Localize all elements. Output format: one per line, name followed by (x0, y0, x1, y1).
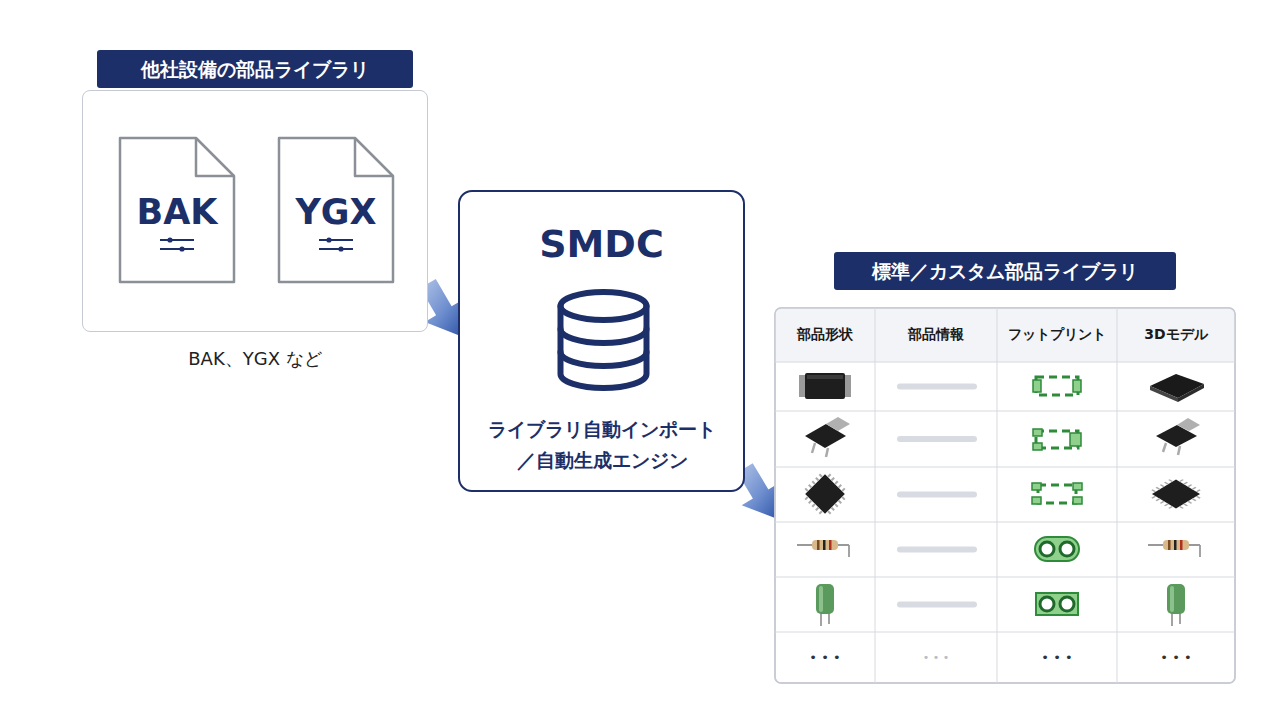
file-format-name: BAK (118, 192, 236, 232)
column-header: 部品情報 (875, 308, 997, 362)
engine-description: ライブラリ自動インポート／自動生成エンジン (484, 414, 720, 476)
ellipsis-cell: • • • (997, 632, 1117, 683)
ellipsis-cell: • • • (1117, 632, 1235, 683)
library-table: 標準／カスタム部品ライブラリ (775, 308, 1235, 683)
file-icon: YGX (277, 136, 395, 284)
heading-band: 標準／カスタム部品ライブラリ (834, 252, 1176, 290)
ellipsis-cell: • • • (775, 632, 875, 683)
column-header: フットプリント (997, 308, 1117, 362)
file-format-name: YGX (277, 192, 395, 232)
heading-band: 他社設備の部品ライブラリ (97, 50, 413, 88)
table-grid (775, 308, 1235, 683)
file-icon: BAK (118, 136, 236, 284)
column-header: 3Dモデル (1117, 308, 1235, 362)
caption: BAK、YGX など (82, 344, 428, 374)
source-library-group: 他社設備の部品ライブラリBAKYGX (82, 90, 428, 332)
engine-box: SMDC ライブラリ自動インポート／自動生成エンジン (458, 190, 745, 492)
column-header: 部品形状 (775, 308, 875, 362)
engine-title: SMDC (460, 222, 743, 266)
ellipsis-cell: • • • (875, 632, 997, 683)
